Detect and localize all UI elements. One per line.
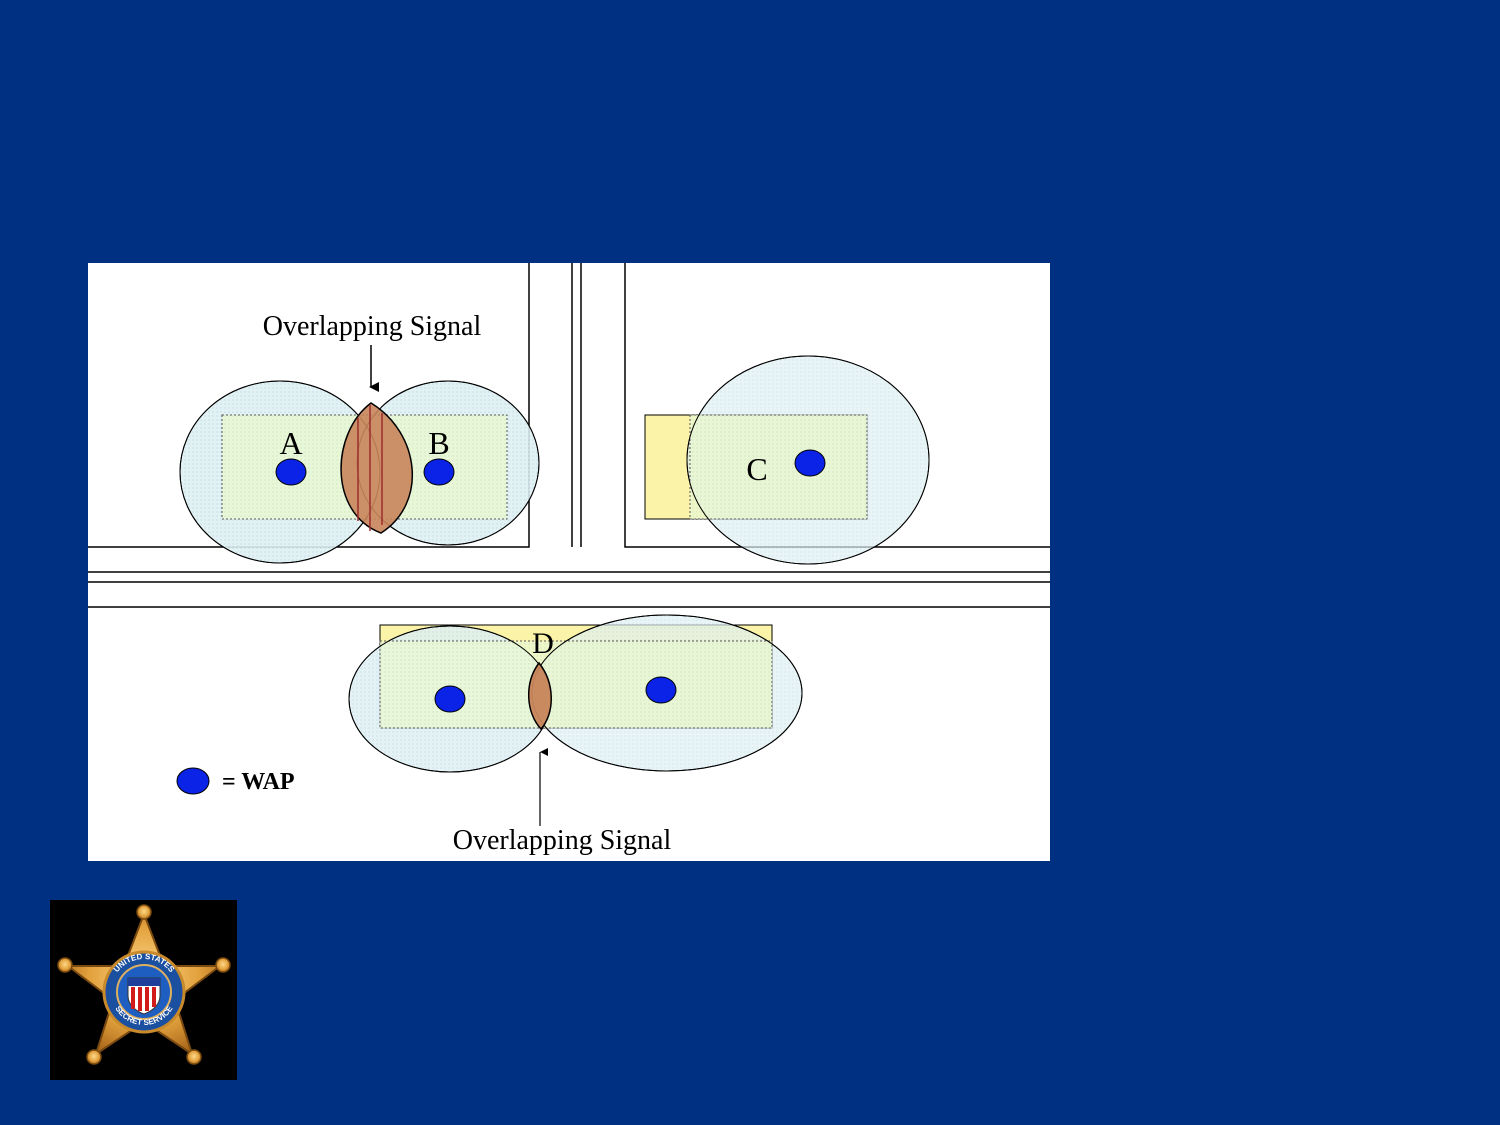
building-c (689, 414, 868, 520)
overlap-region-d (527, 661, 552, 731)
building-label-a: A (279, 425, 302, 461)
legend-label: = WAP (222, 769, 295, 795)
secret-service-star-logo: UNITED STATES SECRET SERVICE (50, 900, 237, 1080)
wap-c (794, 449, 826, 477)
building-label-c: C (746, 451, 767, 487)
wap-a (275, 458, 307, 486)
legend-wap-dot (176, 767, 210, 795)
wap-b (423, 458, 455, 486)
overlap-region-ab (340, 402, 413, 534)
street-lines (88, 263, 1050, 608)
wap-d1 (434, 685, 466, 713)
wap-d2 (645, 676, 677, 704)
top-callout-label: Overlapping Signal (263, 311, 482, 342)
building-label-b: B (428, 425, 449, 461)
wap-dots (176, 449, 826, 795)
wireless-coverage-diagram: Overlapping Signal A B C D = WAP Overlap… (88, 263, 1050, 861)
bottom-callout-label: Overlapping Signal (453, 825, 672, 856)
building-label-d: D (532, 627, 554, 660)
overlap-stripes-ab (357, 405, 383, 531)
diagram-svg: Overlapping Signal A B C D = WAP Overlap… (88, 263, 1050, 856)
star-badge-icon: UNITED STATES SECRET SERVICE (57, 904, 231, 1065)
building-d (379, 640, 773, 729)
